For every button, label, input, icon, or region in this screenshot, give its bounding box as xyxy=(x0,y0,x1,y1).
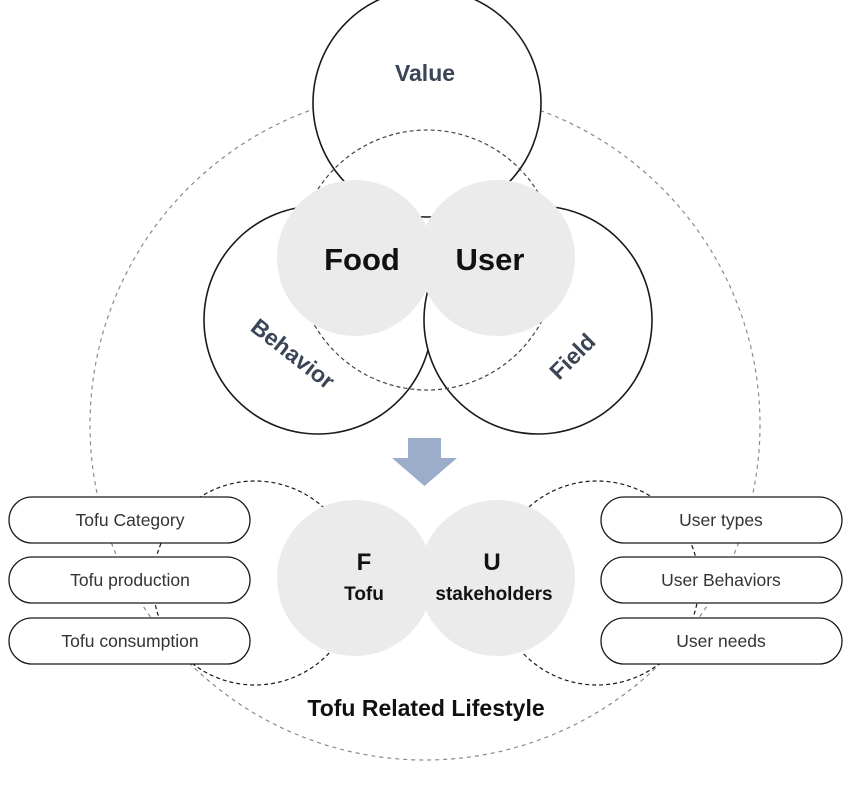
pill-label: Tofu production xyxy=(70,570,190,590)
f-core-circle xyxy=(277,500,433,656)
f-letter: F xyxy=(357,549,372,576)
pill-label: Tofu Category xyxy=(76,510,185,530)
f-sub-label: Tofu xyxy=(344,584,384,605)
left-pill-list: Tofu Category Tofu production Tofu consu… xyxy=(8,496,251,665)
food-core-circle xyxy=(277,180,433,336)
pill-label: Tofu consumption xyxy=(61,631,198,651)
pill-user-types xyxy=(600,496,843,544)
right-pill-list: User types User Behaviors User needs xyxy=(600,496,843,665)
user-core-circle xyxy=(419,180,575,336)
value-label: Value xyxy=(395,60,455,86)
u-letter: U xyxy=(483,549,500,576)
lifestyle-caption: Tofu Related Lifestyle xyxy=(307,695,544,721)
u-sub-label: stakeholders xyxy=(435,584,552,605)
pill-label: User types xyxy=(679,510,763,530)
pill-tofu-consumption xyxy=(8,617,251,665)
food-label: Food xyxy=(324,242,400,277)
pill-label: User needs xyxy=(676,631,766,651)
user-label: User xyxy=(456,242,525,277)
pill-tofu-category xyxy=(8,496,251,544)
pill-user-needs xyxy=(600,617,843,665)
pill-tofu-production xyxy=(8,556,251,604)
pill-user-behaviors xyxy=(600,556,843,604)
u-core-circle xyxy=(419,500,575,656)
down-arrow-icon xyxy=(392,438,457,486)
pill-label: User Behaviors xyxy=(661,570,781,590)
value-petal xyxy=(312,0,542,218)
